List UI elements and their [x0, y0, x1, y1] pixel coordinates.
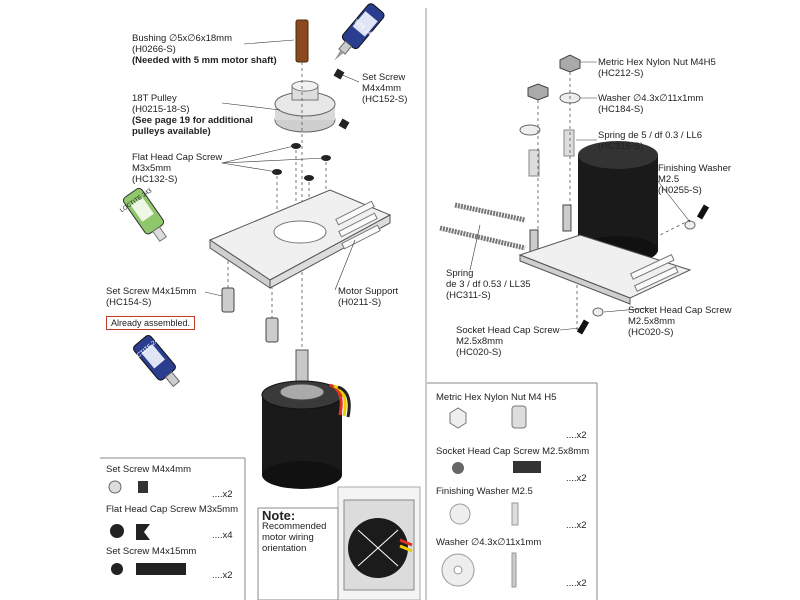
- note-line: motor wiring: [262, 532, 314, 543]
- left-part-qty-0: ....x2: [212, 489, 233, 500]
- label-line: M3x5mm: [132, 163, 172, 174]
- label-nut: Metric Hex Nylon Nut M4H5 (HC212-S): [598, 57, 716, 79]
- right-part-qty-1: ....x2: [566, 473, 587, 484]
- label-line: Washer ∅4.3x∅11x1mm: [598, 93, 704, 104]
- label-line: (H0255-S): [658, 185, 702, 196]
- loctite-bottle-green: [122, 187, 167, 242]
- loctite-bottle-middle: [133, 335, 181, 388]
- label-line: de 3 / df 0.53 / LL35: [446, 279, 531, 290]
- note-box: Note: Recommended motor wiring orientati…: [262, 508, 327, 554]
- note-line: orientation: [262, 543, 307, 554]
- label-spring-left: Spring de 3 / df 0.53 / LL35 (HC311-S): [446, 268, 531, 301]
- label-line: (HC132-S): [132, 174, 178, 185]
- label-line: (See page 19 for additional: [132, 115, 253, 126]
- label-line: M2.5x8mm: [456, 336, 503, 347]
- label-line: pulleys available): [132, 126, 211, 137]
- label-line: Socket Head Cap Screw: [456, 325, 560, 336]
- right-part-name-3: Washer ∅4.3x∅11x1mm: [436, 537, 542, 548]
- label-line: Spring de 5 / df 0.3 / LL6: [598, 130, 703, 141]
- label-line: Set Screw M4x15mm: [106, 286, 197, 297]
- label-washer: Washer ∅4.3x∅11x1mm (HC184-S): [598, 93, 703, 115]
- label-line: Set Screw: [362, 72, 406, 83]
- right-part-qty-2: ....x2: [566, 520, 587, 531]
- label-socket-left: Socket Head Cap Screw M2.5x8mm (HC020-S): [456, 325, 560, 358]
- right-assembly: [439, 54, 710, 335]
- left-part-qty-2: ....x2: [212, 570, 233, 581]
- right-part-qty-3: ....x2: [566, 578, 587, 589]
- wiring-photo: [337, 486, 421, 600]
- pulley: [274, 80, 336, 133]
- loctite-bottle-top: [334, 3, 385, 61]
- parts-box-right-lines: [427, 382, 598, 600]
- left-part-name-2: Set Screw M4x15mm: [106, 546, 197, 557]
- label-line: (H0215-18-S): [132, 104, 190, 115]
- left-part-qty-1: ....x4: [212, 530, 233, 541]
- label-line: M4x4mm: [362, 83, 402, 94]
- label-line: Finishing Washer: [658, 163, 732, 174]
- left-parts-icons: [108, 480, 186, 575]
- bushing: [295, 19, 309, 63]
- label-line: (HC316-S): [598, 141, 644, 152]
- label-line: 18T Pulley: [132, 93, 177, 104]
- label-flat-head: Flat Head Cap Screw M3x5mm (HC132-S): [132, 152, 222, 185]
- motor: [261, 349, 351, 489]
- label-finishing-washer: Finishing Washer M2.5 (H0255-S): [658, 163, 731, 196]
- label-line: (HC212-S): [598, 68, 644, 79]
- right-part-name-0: Metric Hex Nylon Nut M4 H5: [436, 392, 557, 403]
- label-socket-right: Socket Head Cap Screw M2.5x8mm (HC020-S): [628, 305, 732, 338]
- label-set-screw-long: Set Screw M4x15mm (HC154-S): [106, 286, 196, 308]
- label-line: Socket Head Cap Screw: [628, 305, 732, 316]
- label-line: (Needed with 5 mm motor shaft): [132, 55, 277, 66]
- label-line: Bushing ∅5x∅6x18mm: [132, 33, 232, 44]
- note-title: Note:: [262, 508, 296, 523]
- label-line: Motor Support: [338, 286, 399, 297]
- parts-box-left-lines: [100, 457, 246, 600]
- already-assembled-callout: Already assembled.: [106, 316, 196, 330]
- label-line: (HC154-S): [106, 297, 152, 308]
- right-part-name-1: Socket Head Cap Screw M2.5x8mm: [436, 446, 590, 457]
- label-line: M2.5x8mm: [628, 316, 675, 327]
- label-spring-top: Spring de 5 / df 0.3 / LL6 (HC316-S): [598, 130, 702, 152]
- label-line: Flat Head Cap Screw: [132, 152, 223, 163]
- label-line: (HC020-S): [628, 327, 674, 338]
- label-bushing: Bushing ∅5x∅6x18mm (H0266-S) (Needed wit…: [132, 33, 277, 66]
- label-line: M2.5: [658, 174, 680, 185]
- label-pulley: 18T Pulley (H0215-18-S) (See page 19 for…: [132, 93, 253, 137]
- label-line: (HC020-S): [456, 347, 502, 358]
- label-line: (H0211-S): [338, 297, 382, 308]
- right-part-name-2: Finishing Washer M2.5: [436, 486, 533, 497]
- right-parts-icons: [441, 405, 541, 588]
- label-line: (HC311-S): [446, 290, 491, 301]
- left-part-name-1: Flat Head Cap Screw M3x5mm: [106, 504, 238, 515]
- note-line: Recommended: [262, 521, 327, 532]
- label-set-screw-small: Set Screw M4x4mm (HC152-S): [362, 72, 407, 105]
- label-line: (HC152-S): [362, 94, 408, 105]
- label-motor-support: Motor Support (H0211-S): [338, 286, 398, 308]
- right-part-qty-0: ....x2: [566, 430, 587, 441]
- motor-support-plate: [208, 189, 392, 289]
- label-line: Metric Hex Nylon Nut M4H5: [598, 57, 716, 68]
- label-line: Spring: [446, 268, 474, 279]
- label-line: (HC184-S): [598, 104, 644, 115]
- label-line: (H0266-S): [132, 44, 176, 55]
- left-part-name-0: Set Screw M4x4mm: [106, 464, 191, 475]
